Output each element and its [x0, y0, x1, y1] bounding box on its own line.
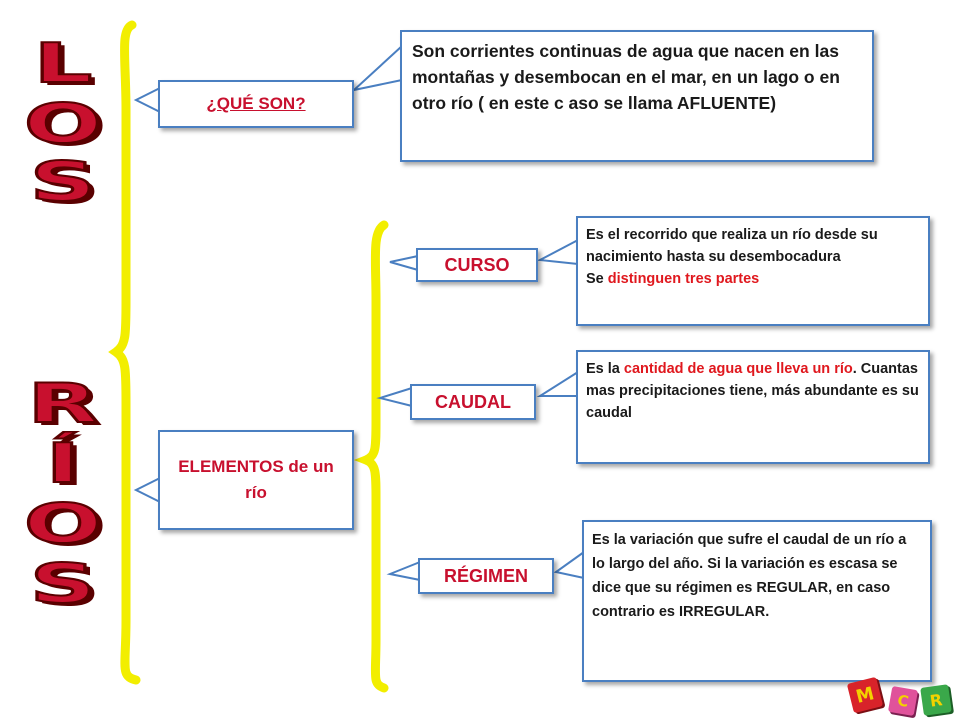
- title-letter-o: O: [22, 91, 103, 156]
- regimen-text: Es la variación que sufre el caudal de u…: [592, 532, 907, 620]
- pointer-regimen: [386, 561, 421, 581]
- pointer-curso-text: [536, 239, 579, 265]
- caudal-text-prefix: Es la: [586, 361, 624, 377]
- caudal-text-box: Es la cantidad de agua que lleva un río.…: [576, 350, 930, 464]
- title-letter-s2: S: [28, 551, 98, 616]
- logo-cube-pink: C: [887, 685, 919, 717]
- pointer-que-son: [133, 87, 161, 113]
- regimen-box: RÉGIMEN: [418, 558, 554, 594]
- title-letter-r: R: [26, 371, 100, 436]
- logo-letter-m: M: [853, 682, 877, 708]
- pointer-caudal: [376, 387, 413, 407]
- pointer-definition: [350, 45, 403, 92]
- main-brace: [108, 20, 141, 685]
- title-letter-s: S: [28, 149, 98, 214]
- curso-label: CURSO: [444, 254, 510, 275]
- curso-box: CURSO: [416, 248, 538, 282]
- elementos-box: ELEMENTOS de un río: [158, 430, 354, 530]
- caudal-box: CAUDAL: [410, 384, 536, 420]
- curso-text-b-red: distinguen tres partes: [607, 271, 760, 287]
- pointer-curso: [389, 255, 419, 271]
- curso-text-box: Es el recorrido que realiza un río desde…: [576, 216, 930, 326]
- logo-letter-c: C: [896, 691, 910, 711]
- caudal-label: CAUDAL: [435, 391, 511, 412]
- logo-cube-green: R: [920, 684, 952, 716]
- curso-text-a: Es el recorrido que realiza un río desde…: [586, 227, 878, 265]
- que-son-box: ¿QUÉ SON?: [158, 80, 354, 128]
- caudal-text-suffix: . Cuantas mas precipitaciones tiene, más…: [586, 361, 919, 421]
- title-letter-i-accent: Í: [44, 431, 82, 496]
- elements-brace: [353, 220, 389, 693]
- definition-box: Son corrientes continuas de agua que nac…: [400, 30, 874, 162]
- title-letter-o2: O: [22, 491, 103, 556]
- pointer-caudal-text: [536, 371, 579, 397]
- curso-text-b-prefix: Se: [586, 271, 608, 287]
- que-son-label: ¿QUÉ SON?: [206, 94, 306, 113]
- logo-letter-r: R: [928, 689, 944, 711]
- definition-text: Son corrientes continuas de agua que nac…: [412, 41, 840, 113]
- elementos-label: ELEMENTOS de un río: [178, 457, 334, 502]
- pointer-elementos: [133, 477, 161, 503]
- title-letter-l: L: [32, 31, 94, 96]
- caudal-text-red: cantidad de agua que lleva un río: [623, 361, 853, 377]
- regimen-label: RÉGIMEN: [443, 565, 528, 586]
- regimen-text-box: Es la variación que sufre el caudal de u…: [582, 520, 932, 682]
- pointer-regimen-text: [553, 551, 585, 579]
